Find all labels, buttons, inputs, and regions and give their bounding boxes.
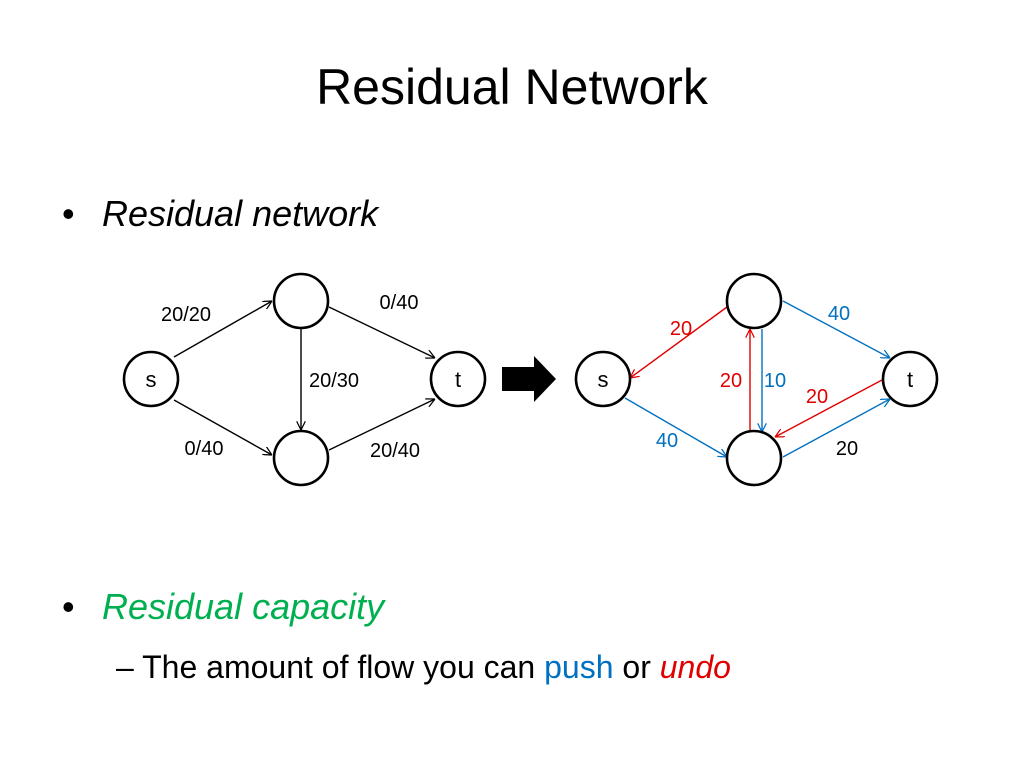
left-edge-bottom-t-label: 20/40 — [370, 440, 420, 462]
left-edge-top-bottom-label: 20/30 — [309, 370, 359, 392]
sub-bullet-flow: – The amount of flow you can push or und… — [116, 651, 731, 683]
left-edge-s-top-label: 20/20 — [161, 304, 211, 326]
bullet-text: Residual capacity — [102, 586, 385, 627]
right-edge-s-bottom — [624, 397, 727, 457]
right-node-t-label: t — [907, 367, 913, 392]
left-edge-s-bottom-label: 0/40 — [185, 438, 224, 460]
sub-dash: – — [116, 649, 134, 685]
left-edge-s-bottom — [173, 399, 272, 455]
right-edge-bottom-top-label: 20 — [720, 370, 742, 392]
left-edge-s-top — [173, 301, 272, 358]
undo-word: undo — [659, 649, 731, 685]
right-node-t — [881, 350, 939, 408]
right-node-top — [725, 272, 783, 330]
left-node-t-label: t — [455, 367, 461, 392]
left-node-s — [122, 350, 180, 408]
right-edge-top-s-label: 20 — [670, 318, 692, 340]
left-node-top — [272, 272, 330, 330]
bullet-residual-capacity: • Residual capacity — [62, 589, 384, 625]
right-edge-s-bottom-label: 40 — [656, 430, 678, 452]
bullet-residual-network: • Residual network — [62, 196, 378, 232]
bullet-text: Residual network — [102, 193, 379, 234]
left-edge-top-t-label: 0/40 — [380, 292, 419, 314]
slide-title: Residual Network — [316, 59, 708, 115]
right-edge-t-bottom — [775, 379, 883, 437]
left-graph: s t 20/20 0/40 20/30 0/40 20/40 — [122, 272, 487, 487]
right-edge-bottom-t — [782, 399, 890, 458]
left-node-t — [429, 350, 487, 408]
left-node-bottom — [272, 429, 330, 487]
right-graph: s t 20 40 20 10 20 40 20 — [574, 272, 939, 487]
right-edge-top-t — [782, 300, 890, 358]
right-edge-top-bottom-label: 10 — [764, 370, 786, 392]
right-node-bottom — [725, 429, 783, 487]
transform-arrow-icon — [502, 356, 556, 402]
push-word: push — [544, 649, 614, 685]
right-node-s — [574, 350, 632, 408]
bullet-dot: • — [62, 193, 75, 234]
left-edge-top-t — [328, 306, 435, 358]
right-edge-bottom-t-label: 20 — [836, 438, 858, 460]
bullet-dot: • — [62, 586, 75, 627]
right-node-s-label: s — [598, 367, 609, 392]
right-edge-top-t-label: 40 — [828, 303, 850, 325]
or-word: or — [613, 649, 660, 685]
left-edge-bottom-t — [328, 399, 435, 451]
right-edge-top-s — [630, 306, 728, 378]
sub-text: The amount of flow you can — [133, 649, 545, 685]
right-edge-t-bottom-label: 20 — [806, 386, 828, 408]
left-node-s-label: s — [146, 367, 157, 392]
